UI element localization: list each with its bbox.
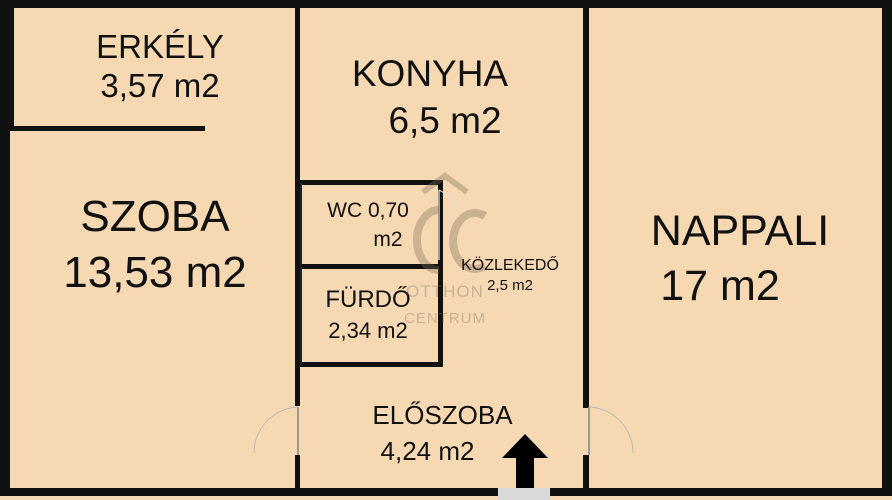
room-konyha-area: 6,5 m2 — [388, 100, 502, 141]
door-wc — [438, 189, 456, 260]
room-konyha-name: KONYHA — [351, 53, 509, 94]
wall-szoba-middle-lower — [295, 455, 300, 488]
wall-wc-right — [438, 180, 443, 367]
wall-right — [882, 0, 892, 496]
room-szoba: SZOBA 13,53 m2 — [10, 195, 300, 295]
room-szoba-area: 13,53 m2 — [63, 248, 247, 297]
wall-balcony-bottom — [10, 126, 205, 131]
room-erkely: ERKÉLY 3,57 m2 — [40, 30, 280, 102]
room-kozlekedo: KÖZLEKEDŐ 2,5 m2 — [440, 257, 580, 294]
room-wc: WC 0,70 m2 — [303, 200, 433, 250]
wall-bath-bottom — [298, 362, 443, 367]
watermark-line1: OTTHON — [406, 282, 484, 301]
room-wc-name: WC 0,70 — [327, 199, 409, 222]
room-eloszoba-name: ELŐSZOBA — [372, 400, 513, 430]
room-konyha: KONYHA 6,5 m2 — [300, 55, 560, 139]
room-szoba-name: SZOBA — [80, 192, 230, 241]
room-kozlekedo-area: 2,5 m2 — [487, 277, 533, 294]
room-eloszoba: ELŐSZOBA 4,24 m2 — [300, 402, 585, 464]
wall-bottom-left — [0, 488, 498, 496]
wall-top — [0, 0, 892, 8]
door-nappali — [588, 406, 634, 455]
wall-wc-inner-left — [300, 183, 302, 365]
wall-bottom-right — [550, 488, 892, 496]
room-erkely-area: 3,57 m2 — [100, 67, 220, 104]
room-eloszoba-area: 4,24 m2 — [380, 436, 475, 466]
wall-left — [0, 0, 10, 496]
wall-wc-top — [298, 180, 443, 185]
wall-middle-nappali-upper — [583, 8, 589, 408]
entrance-doorway — [498, 488, 550, 500]
watermark-line2: CENTRUM — [404, 310, 486, 327]
room-nappali-area: 17 m2 — [660, 262, 780, 310]
entrance-arrow-icon — [502, 434, 548, 488]
otthon-centrum-logo-icon: OTTHON CENTRUM — [395, 170, 495, 340]
room-nappali: NAPPALI 17 m2 — [595, 210, 885, 308]
wall-middle-nappali-lower — [583, 455, 589, 488]
room-furdo-area: 2,34 m2 — [328, 318, 408, 343]
wall-balcony-side — [10, 8, 14, 130]
room-nappali-name: NAPPALI — [650, 207, 830, 255]
room-furdo-name: FÜRDŐ — [325, 286, 411, 313]
wall-szoba-middle-upper — [295, 8, 300, 406]
room-wc-area: m2 — [373, 228, 403, 251]
wall-wc-bath-divider — [298, 264, 443, 269]
door-szoba — [253, 406, 299, 455]
room-erkely-name: ERKÉLY — [96, 28, 224, 65]
room-furdo: FÜRDŐ 2,34 m2 — [303, 288, 433, 342]
room-kozlekedo-name: KÖZLEKEDŐ — [461, 257, 559, 274]
logo-mark-icon — [413, 172, 488, 274]
